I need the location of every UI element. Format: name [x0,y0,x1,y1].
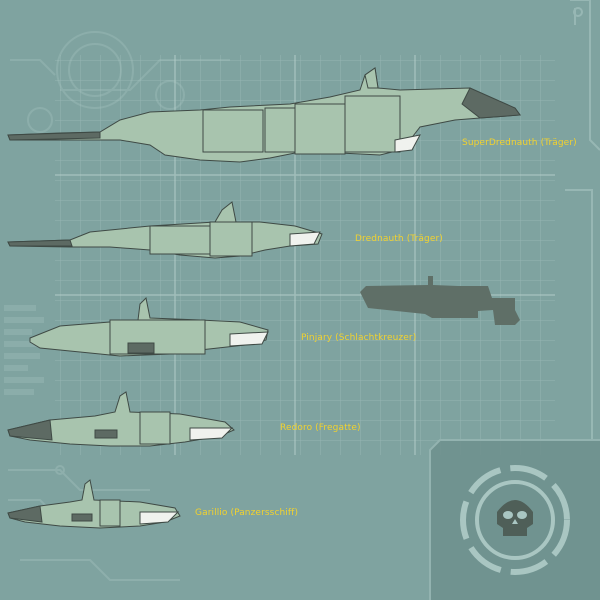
ship-label-pinjary: Pinjary (Schlachtkreuzer) [301,333,417,343]
ship-label-garillio: Garillio (Panzersschiff) [195,508,299,518]
ship-label-drednauth: Drednauth (Träger) [355,234,443,244]
ship-silhouette-icon [360,276,520,325]
ship-label-redoro: Redoro (Fregatte) [280,423,361,433]
ship-label-superdreadnauth: SuperDrednauth (Träger) [462,138,577,148]
